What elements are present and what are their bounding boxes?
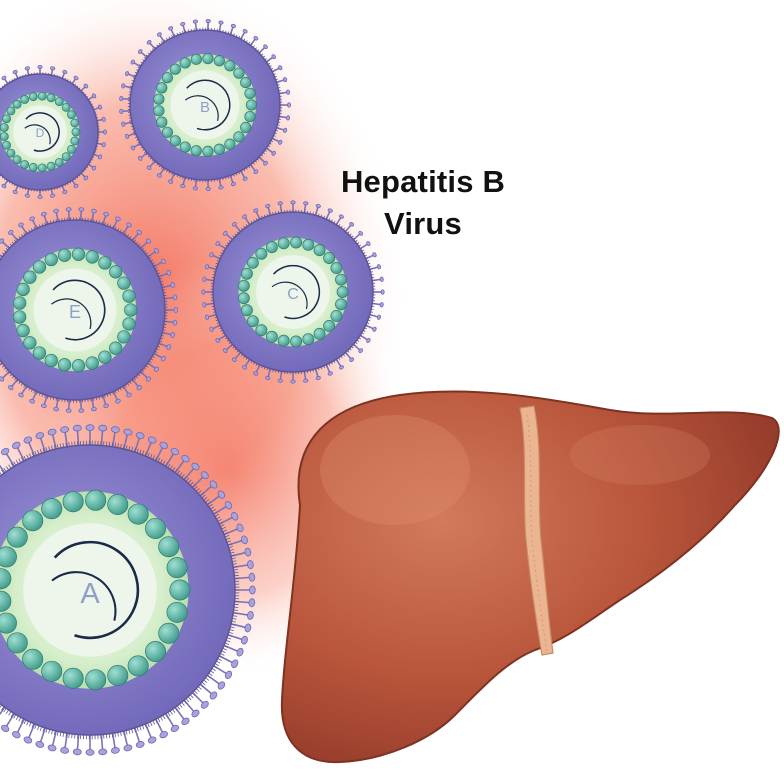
virion-b: B — [119, 19, 291, 191]
virion-d: D — [0, 65, 107, 199]
virion-c-label: C — [287, 286, 299, 303]
virion-a: A — [0, 424, 256, 756]
virion-a-label: A — [80, 578, 100, 610]
title-line-1: Hepatitis B — [340, 164, 506, 199]
title-line-2: Virus — [384, 206, 462, 241]
virion-c: C — [201, 200, 385, 384]
virion-e: E — [0, 207, 178, 413]
virion-e-label: E — [69, 302, 81, 322]
virion-b-label: B — [200, 99, 210, 116]
falciform-ligament — [519, 405, 554, 656]
liver — [280, 390, 780, 764]
virions-group: D B E C A — [0, 19, 385, 756]
virion-d-label: D — [36, 126, 45, 140]
